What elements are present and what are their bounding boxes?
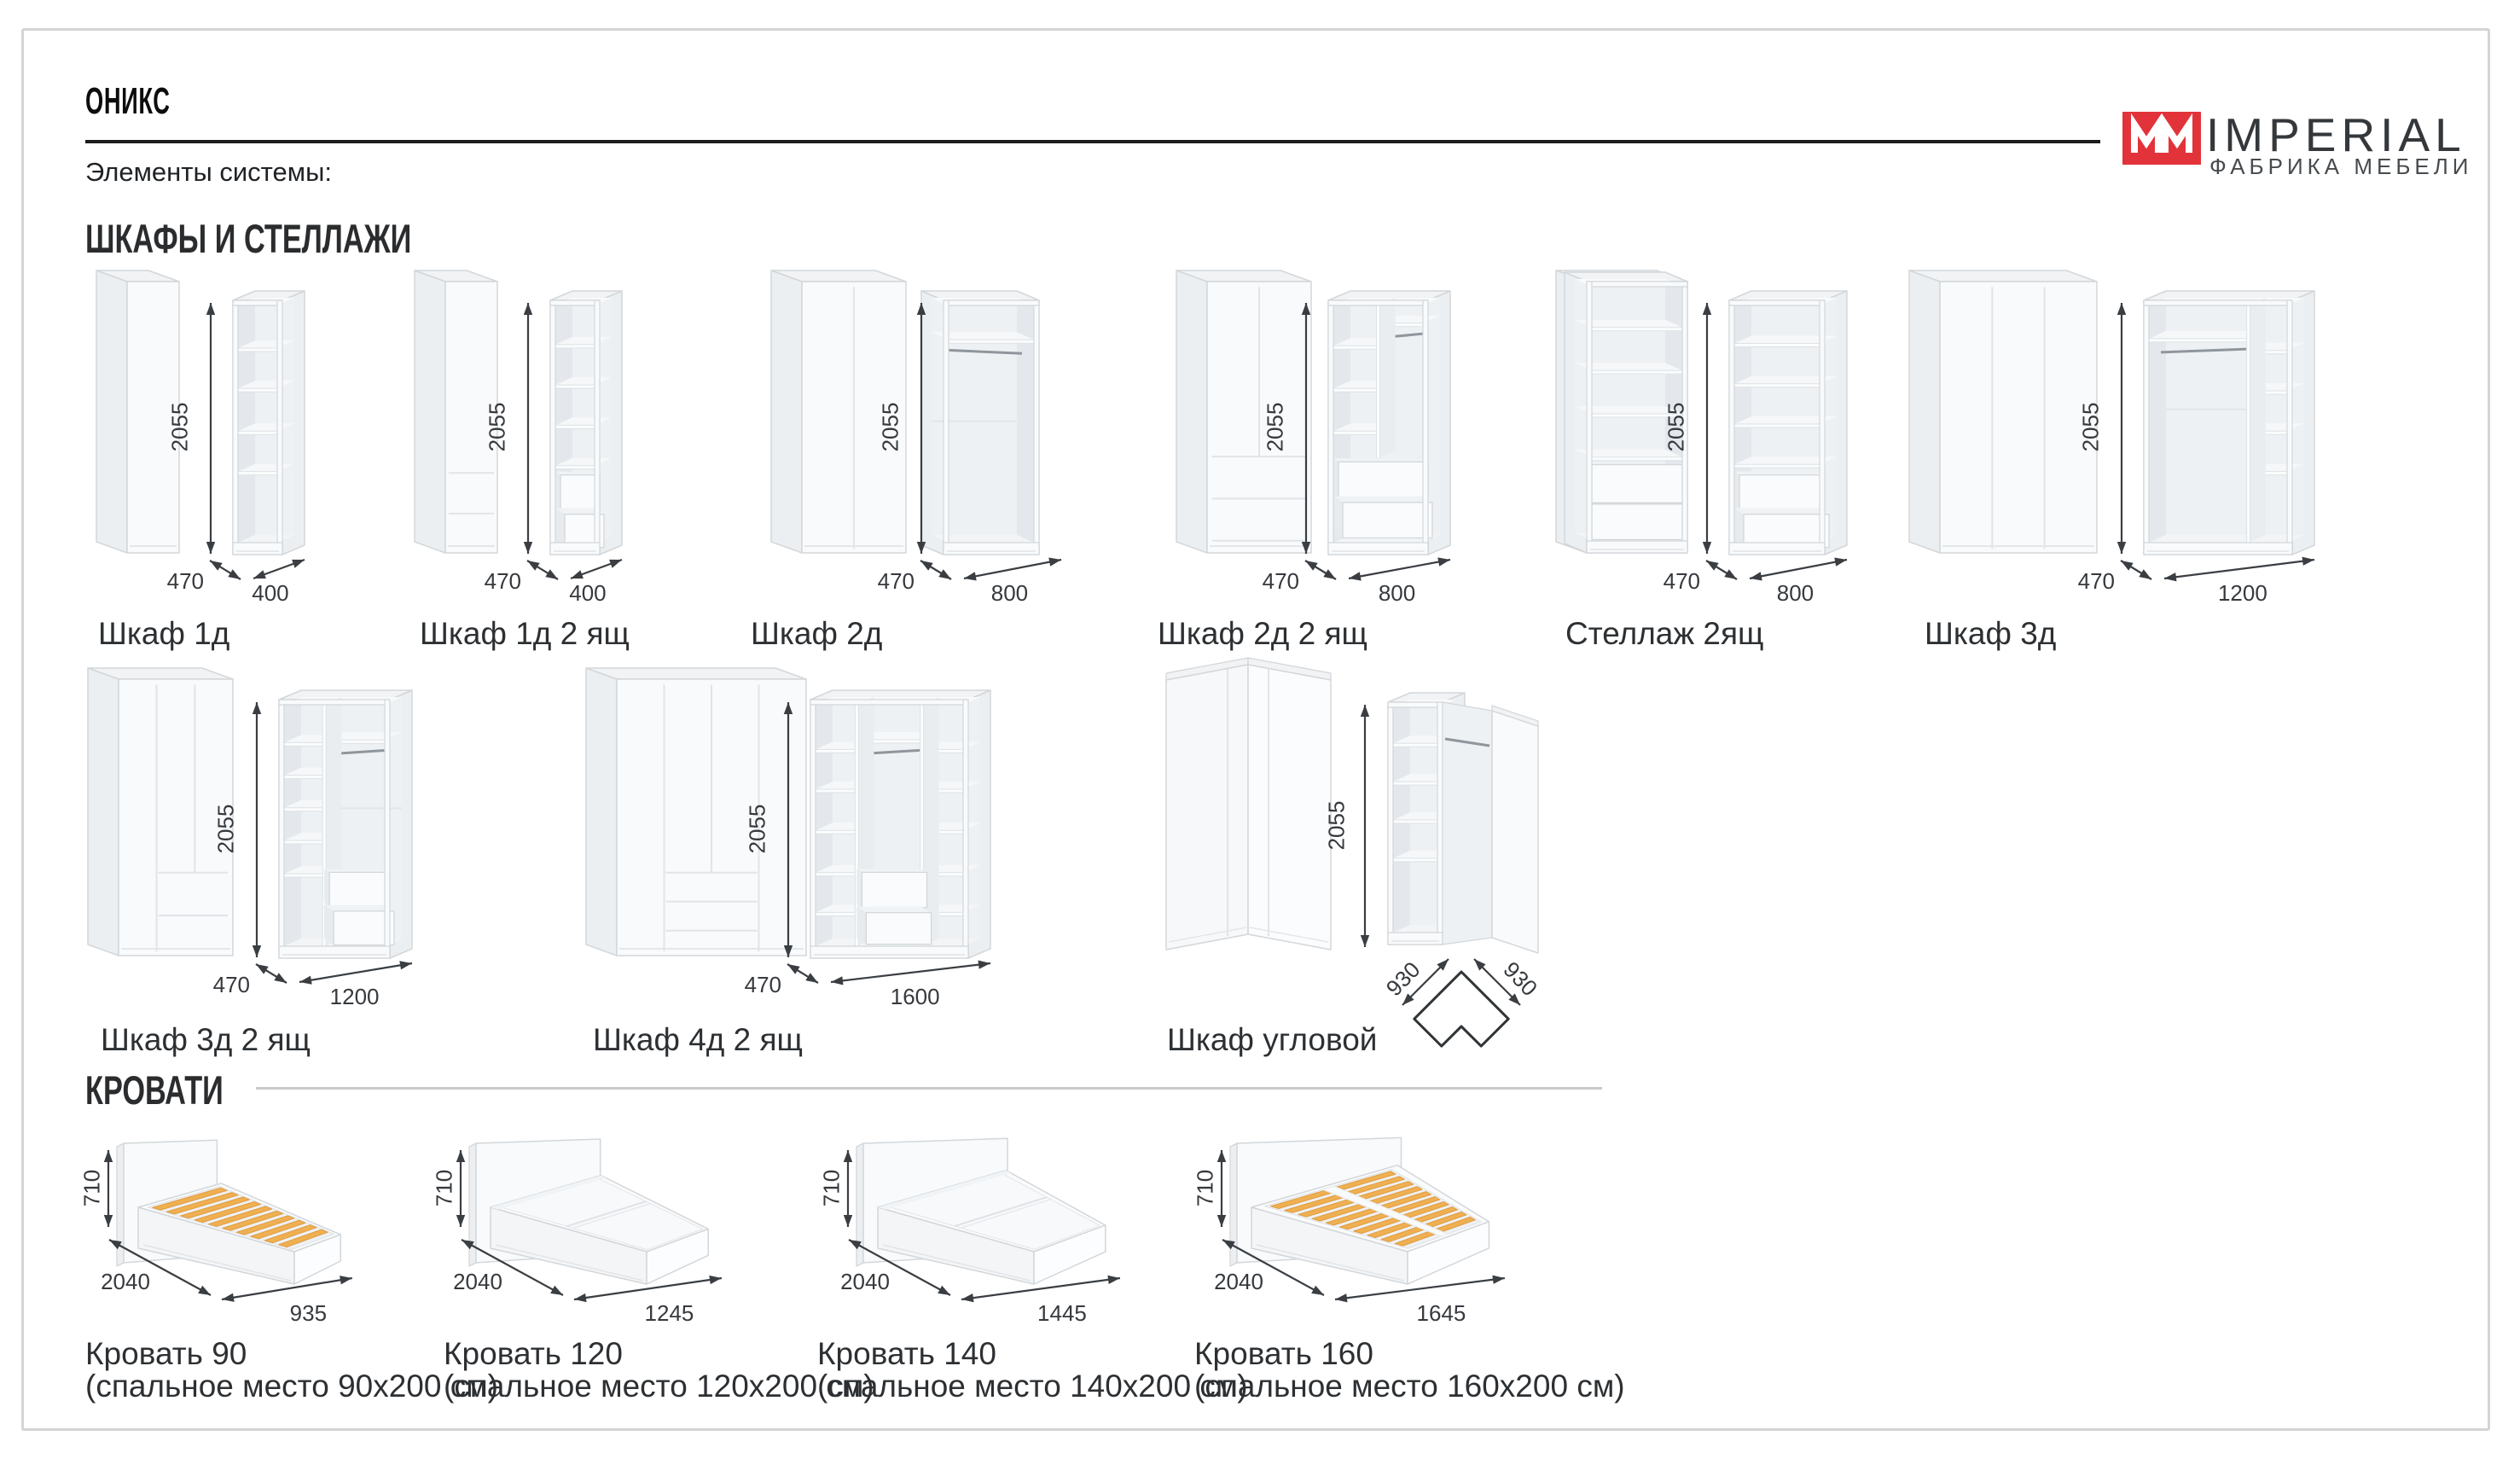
dim-width: 1200 xyxy=(329,984,380,1009)
dim-height: 710 xyxy=(818,1169,845,1207)
dim-depth: 470 xyxy=(2077,568,2115,594)
logo-brand: IMPERIAL xyxy=(2206,108,2466,161)
item-label: Шкаф 2д 2 ящ xyxy=(1158,616,1367,651)
section-heading-wardrobes: ШКАФЫ И СТЕЛЛАЖИ xyxy=(85,216,412,261)
section-heading-beds: КРОВАТИ xyxy=(85,1067,224,1113)
dim-depth: 470 xyxy=(744,972,781,997)
bed-sublabel: (спальное место 140х200 см) xyxy=(817,1369,1248,1404)
page-subtitle: Элементы системы: xyxy=(85,157,332,187)
dim-width: 800 xyxy=(1776,580,1815,606)
dim-height: 2055 xyxy=(1323,800,1350,851)
dim-width: 800 xyxy=(1378,580,1416,606)
dim-depth: 470 xyxy=(166,568,204,594)
logo-tagline: ФАБРИКА МЕБЕЛИ xyxy=(2209,154,2473,179)
item-label: Шкаф 2д xyxy=(751,616,883,651)
dim-width: 400 xyxy=(252,580,289,606)
dim-depth: 470 xyxy=(1663,568,1700,594)
dim-width: 1600 xyxy=(890,984,940,1009)
dim-depth: 470 xyxy=(1262,568,1299,594)
dim-height: 2055 xyxy=(1262,402,1288,452)
dim-width: 1645 xyxy=(1416,1300,1466,1326)
bed-label: Кровать 120 xyxy=(444,1336,623,1371)
dim-height: 2055 xyxy=(744,804,770,853)
item-label: Стеллаж 2ящ xyxy=(1565,616,1764,651)
dim-height: 2055 xyxy=(166,402,193,452)
item-label: Шкаф 3д xyxy=(1925,616,2057,651)
logo-mark xyxy=(2122,112,2201,165)
item-label: Шкаф угловой xyxy=(1167,1022,1378,1057)
dim-width: 1200 xyxy=(2217,580,2267,606)
beds-heading-line xyxy=(256,1087,1602,1090)
bed-label: Кровать 90 xyxy=(85,1336,247,1371)
bed-sublabel: (спальное место 90х200 см) xyxy=(85,1369,498,1404)
dim-height: 710 xyxy=(1192,1169,1218,1207)
dim-depth: 470 xyxy=(484,568,521,594)
page-border xyxy=(21,28,2490,1431)
dim-height: 710 xyxy=(431,1169,457,1207)
dim-height: 710 xyxy=(78,1169,105,1207)
bed-label: Кровать 160 xyxy=(1194,1336,1373,1371)
bed-sublabel: (спальное место 160х200 см) xyxy=(1194,1369,1625,1404)
dim-length: 2040 xyxy=(453,1269,502,1294)
item-label: Шкаф 1д 2 ящ xyxy=(420,616,630,651)
dim-width: 1245 xyxy=(644,1300,694,1326)
dim-height: 2055 xyxy=(877,402,903,452)
bed-sublabel: (спальное место 120х200 см) xyxy=(444,1369,874,1404)
dim-width: 1445 xyxy=(1037,1300,1087,1326)
dim-width: 400 xyxy=(569,580,607,606)
item-label: Шкаф 3д 2 ящ xyxy=(101,1022,311,1057)
dim-height: 2055 xyxy=(1663,402,1689,452)
item-label: Шкаф 4д 2 ящ xyxy=(593,1022,803,1057)
dim-length: 2040 xyxy=(101,1269,150,1294)
title-rule xyxy=(85,140,2100,143)
dim-height: 2055 xyxy=(2077,402,2104,452)
dim-length: 2040 xyxy=(840,1269,890,1294)
dim-depth: 470 xyxy=(212,972,250,997)
dim-length: 2040 xyxy=(1214,1269,1263,1294)
bed-label: Кровать 140 xyxy=(817,1336,996,1371)
dim-depth: 470 xyxy=(877,568,915,594)
dim-width: 935 xyxy=(289,1300,328,1326)
page-title: ОНИКС xyxy=(85,80,171,122)
dim-width: 800 xyxy=(990,580,1029,606)
dim-height: 2055 xyxy=(484,402,510,452)
dim-height: 2055 xyxy=(212,804,239,853)
item-label: Шкаф 1д xyxy=(98,616,230,651)
